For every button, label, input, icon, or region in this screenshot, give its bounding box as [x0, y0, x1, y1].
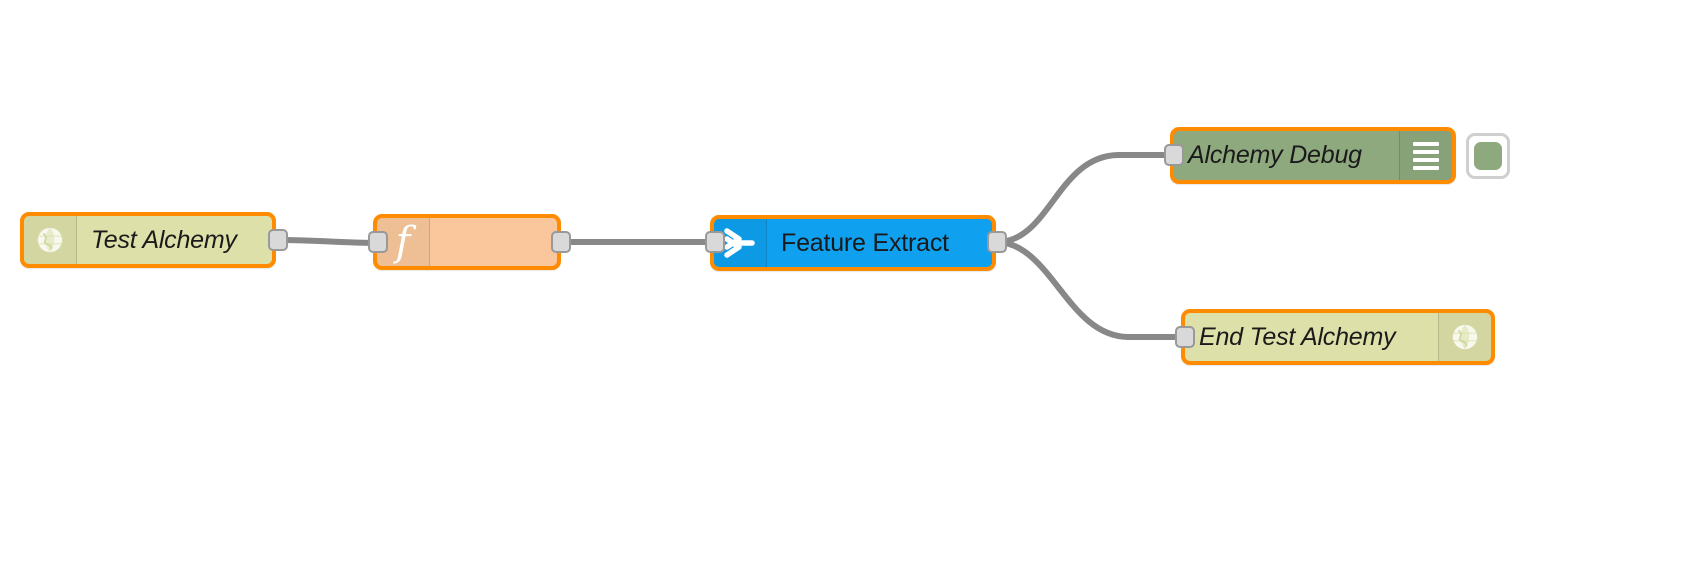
- merge-chevron-icon: [714, 219, 767, 267]
- debug-enable-toggle[interactable]: [1466, 133, 1510, 179]
- node-alchemy-debug[interactable]: Alchemy Debug: [1170, 127, 1456, 184]
- wire-feature-extract-to-end-test-alchemy: [996, 239, 1185, 340]
- debug-bars-glyph: [1413, 141, 1439, 170]
- node-alchemy-debug-label: Alchemy Debug: [1188, 141, 1362, 169]
- wire-feature-extract-to-alchemy-debug: [996, 152, 1175, 245]
- globe-icon: [24, 216, 77, 264]
- node-function[interactable]: 𝑓: [373, 214, 561, 270]
- globe-icon: [1438, 313, 1491, 361]
- debug-bars-icon: [1399, 131, 1452, 180]
- debug-toggle-swatch: [1474, 142, 1502, 170]
- node-test-alchemy[interactable]: Test Alchemy: [20, 212, 276, 268]
- node-function-input-port[interactable]: [368, 231, 388, 253]
- node-alchemy-debug-input-port[interactable]: [1164, 144, 1184, 166]
- node-function-label: [430, 218, 557, 266]
- node-end-test-alchemy[interactable]: End Test Alchemy: [1181, 309, 1495, 365]
- node-feature-extract-label: Feature Extract: [781, 228, 949, 257]
- function-f-glyph: 𝑓: [395, 219, 411, 265]
- wire-test-alchemy-to-function: [278, 237, 381, 246]
- node-feature-extract-output-port[interactable]: [987, 231, 1007, 253]
- node-test-alchemy-output-port[interactable]: [268, 229, 288, 251]
- node-end-test-alchemy-label: End Test Alchemy: [1199, 322, 1396, 351]
- node-end-test-alchemy-input-port[interactable]: [1175, 326, 1195, 348]
- node-feature-extract[interactable]: Feature Extract: [710, 215, 996, 271]
- node-feature-extract-input-port[interactable]: [705, 231, 725, 253]
- node-function-output-port[interactable]: [551, 231, 571, 253]
- node-test-alchemy-label: Test Alchemy: [91, 225, 237, 254]
